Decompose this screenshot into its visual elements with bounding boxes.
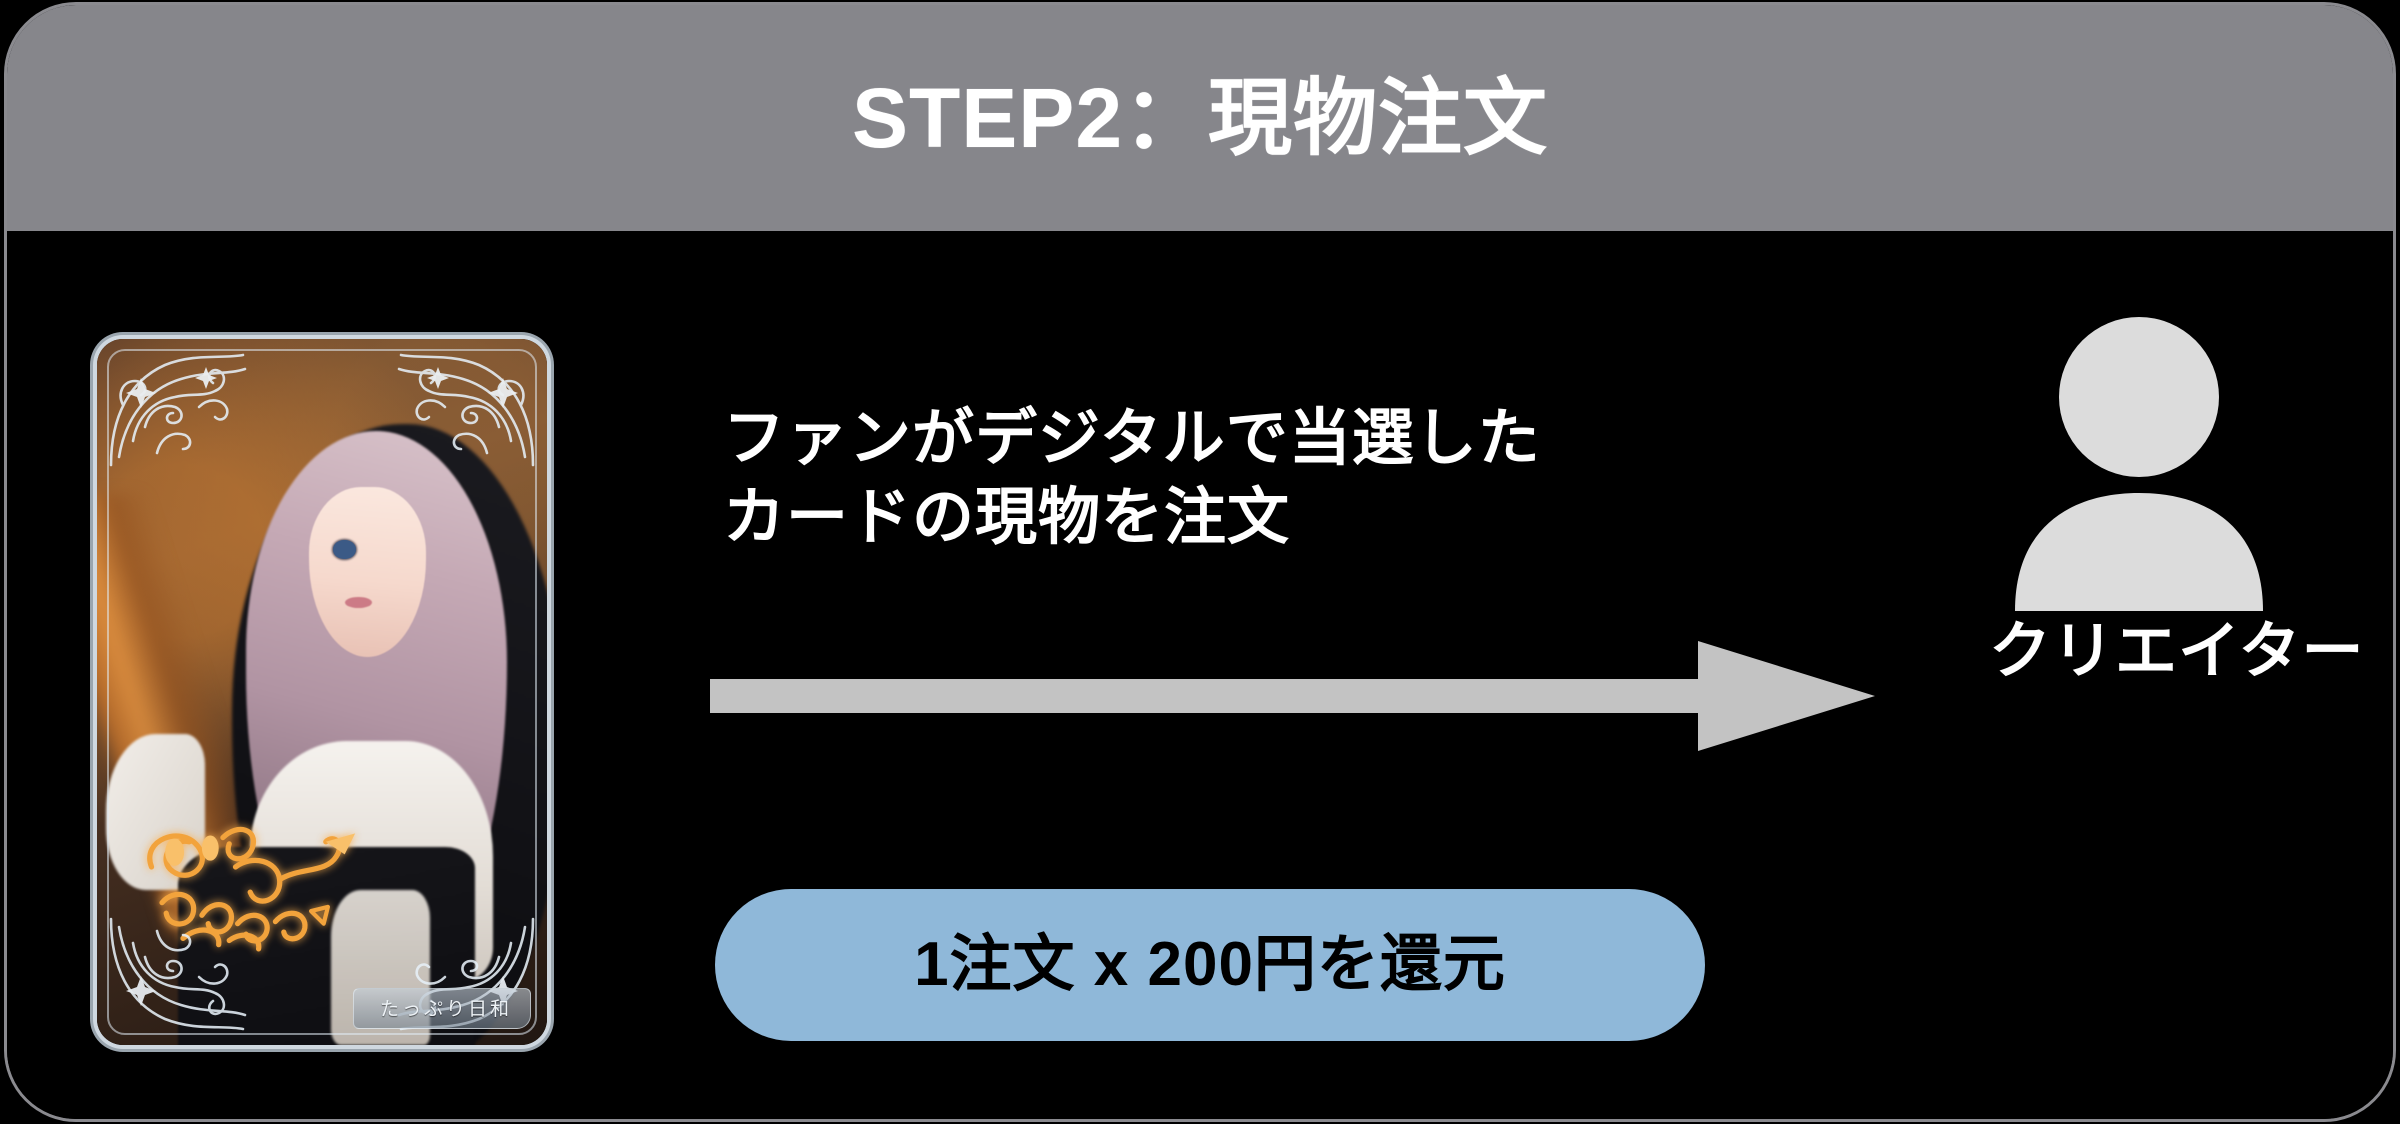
card-photo-face [308,487,426,657]
trading-card: たっぷり日和 [97,339,547,1045]
card-photo-lip [344,596,372,608]
step-header: STEP2：現物注文 [7,5,2393,231]
description-line-1: ファンがデジタルで当選した [723,404,1541,473]
reward-pill-label: 1注文 x 200円を還元 [914,930,1506,999]
step-body: たっぷり日和 ファンがデジタルで当選した カードの現物を注文 1注文 x 200… [7,231,2393,1119]
creator-label: クリエイター [1989,617,2365,686]
description-line-2: カードの現物を注文 [723,483,1291,553]
reward-pill[interactable]: 1注文 x 200円を還元 [715,889,1705,1041]
card-photo-eye [333,540,356,559]
step-card: STEP2：現物注文 [4,2,2396,1122]
person-icon [2015,317,2263,611]
page-title: STEP2：現物注文 [851,71,1549,165]
card-photo [97,339,547,1045]
arrow-right-icon [710,641,1875,751]
creator-block: クリエイター [1989,311,2365,686]
card-nameplate: たっぷり日和 [352,988,531,1029]
description-text: ファンがデジタルで当選した カードの現物を注文 [723,399,1541,558]
